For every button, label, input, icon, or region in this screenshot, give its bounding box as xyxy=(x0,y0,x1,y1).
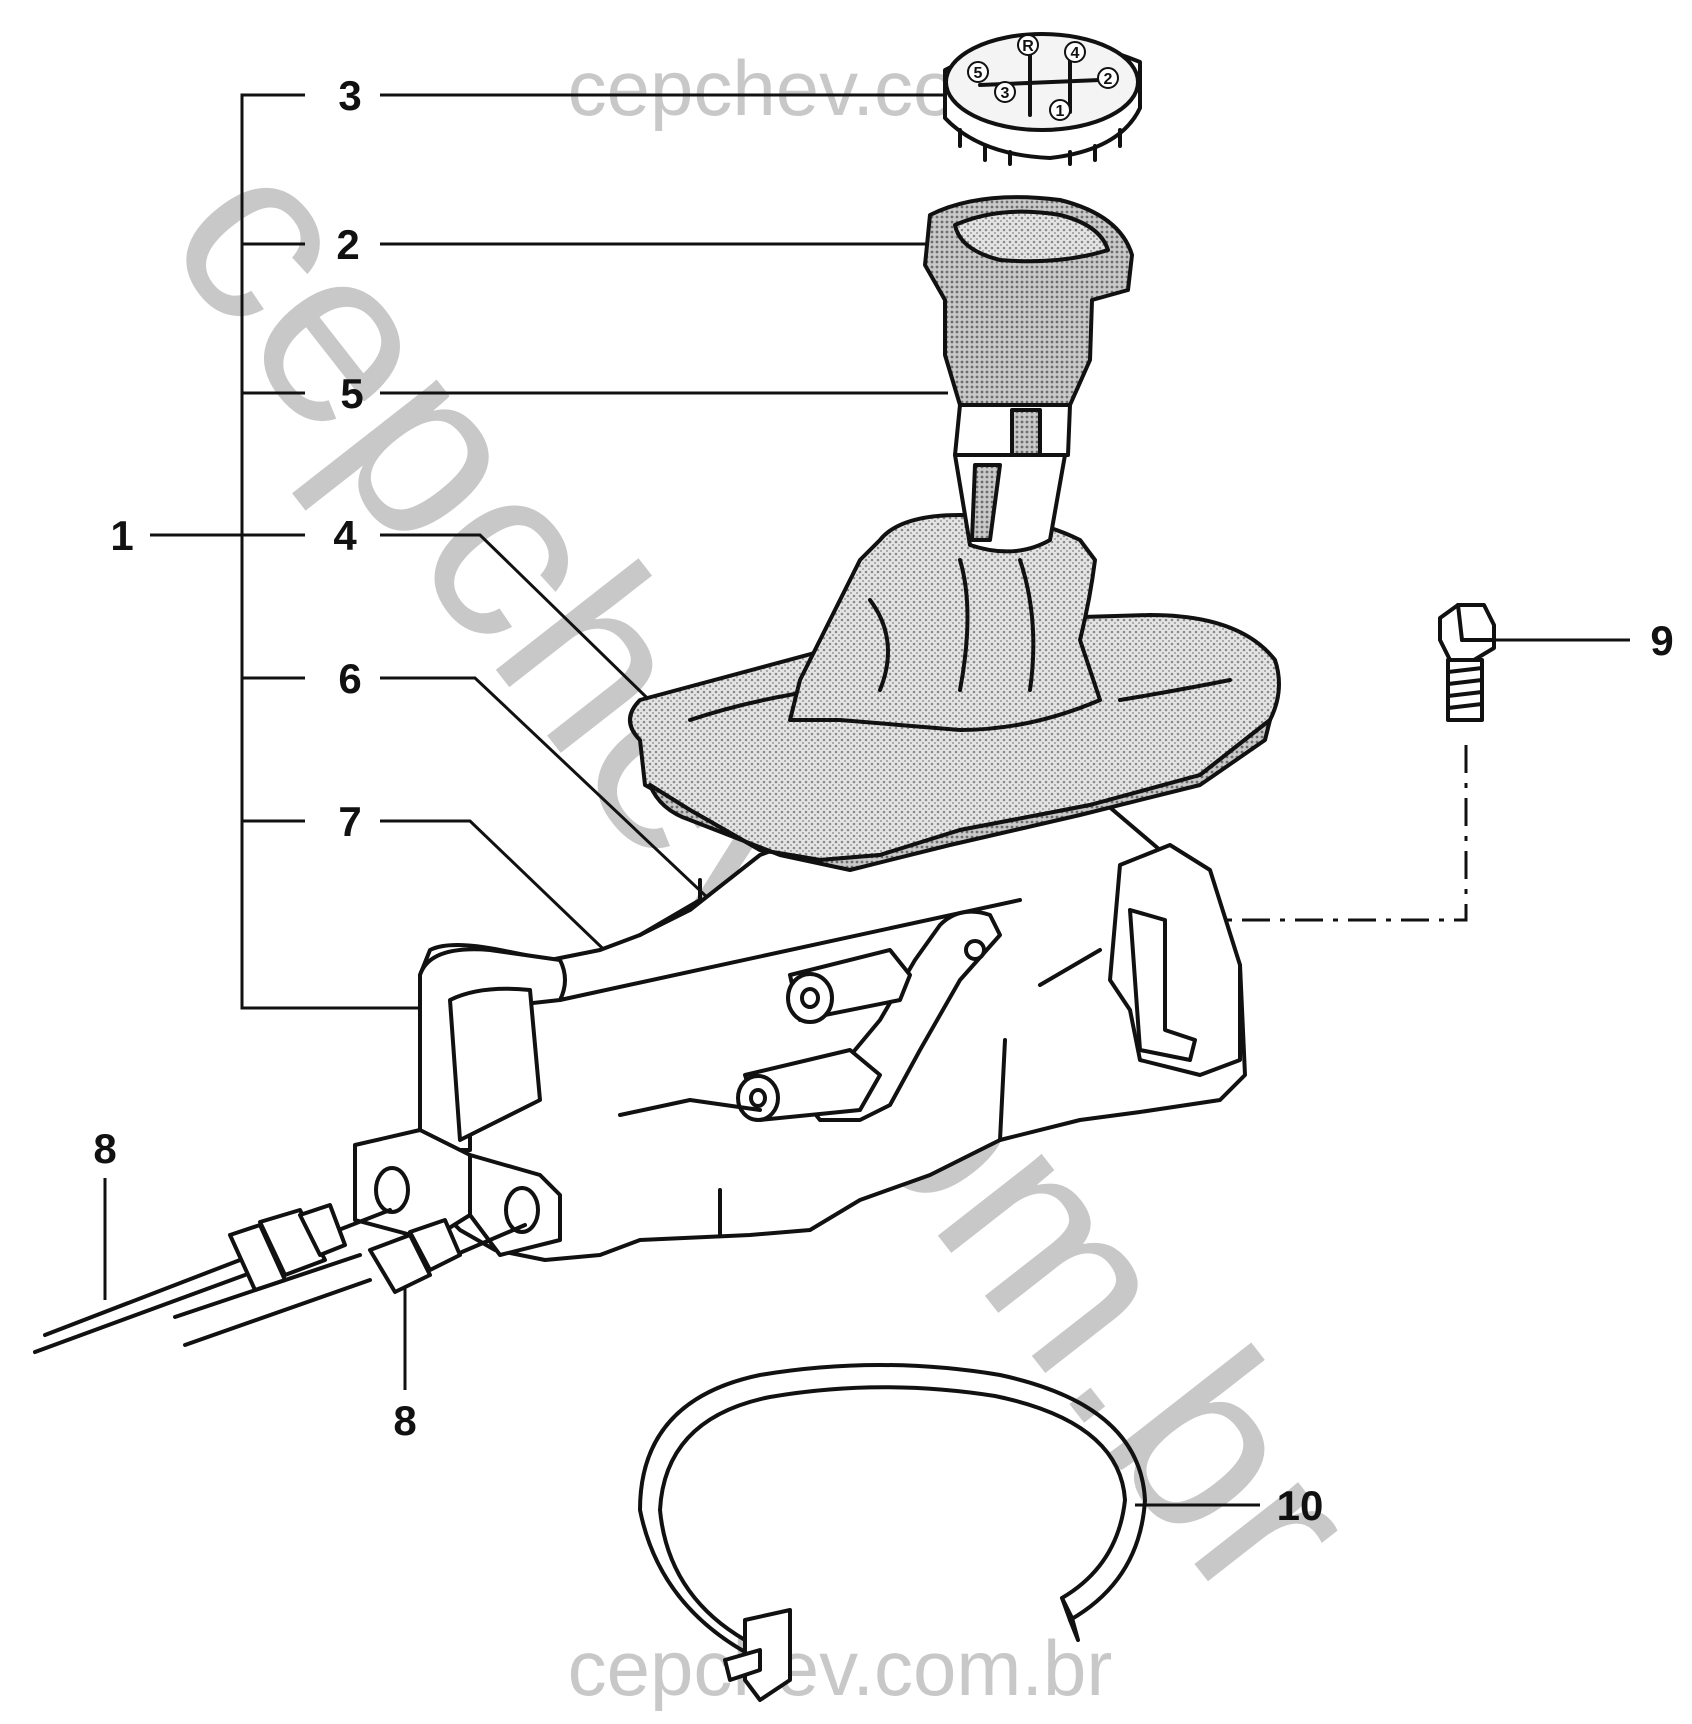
part-5-shift-boot xyxy=(788,513,1102,732)
callout-1: 1 xyxy=(110,512,133,559)
callout-labels: 3 2 5 1 4 6 7 8 8 9 10 xyxy=(93,72,1673,1529)
callout-2: 2 xyxy=(336,221,359,268)
part-3-knob-cap: 5 3 R 4 2 1 xyxy=(943,32,1142,166)
watermark-bottom: cepchev.com.br xyxy=(568,1624,1113,1712)
part-8-shift-cables xyxy=(33,1203,527,1354)
callout-4: 4 xyxy=(333,512,357,559)
leader-4 xyxy=(380,533,682,732)
svg-text:1: 1 xyxy=(1056,103,1065,120)
callout-3: 3 xyxy=(338,72,361,119)
part-1-shifter-base xyxy=(353,763,1247,1262)
callout-8-bottom: 8 xyxy=(393,1397,416,1444)
leader-6 xyxy=(380,676,802,987)
svg-text:R: R xyxy=(1022,38,1034,55)
callout-7: 7 xyxy=(338,798,361,845)
callout-5: 5 xyxy=(340,370,363,417)
callout-10: 10 xyxy=(1277,1482,1324,1529)
part-2-shift-knob xyxy=(923,195,1134,554)
shift-pattern-numbers: 5 3 R 4 2 1 xyxy=(967,34,1119,121)
callout-6: 6 xyxy=(338,655,361,702)
part-10-retaining-band xyxy=(638,1363,1147,1702)
bracket-line xyxy=(240,93,420,1010)
callout-9: 9 xyxy=(1650,617,1673,664)
svg-text:3: 3 xyxy=(1001,85,1010,102)
svg-text:2: 2 xyxy=(1104,71,1113,88)
part-9-bolt xyxy=(1438,603,1496,722)
callout-8-left: 8 xyxy=(93,1125,116,1172)
leader-9-dashdot xyxy=(1175,745,1468,922)
leader-lines xyxy=(103,93,1630,1507)
svg-text:4: 4 xyxy=(1071,45,1080,62)
svg-text:5: 5 xyxy=(974,65,983,82)
